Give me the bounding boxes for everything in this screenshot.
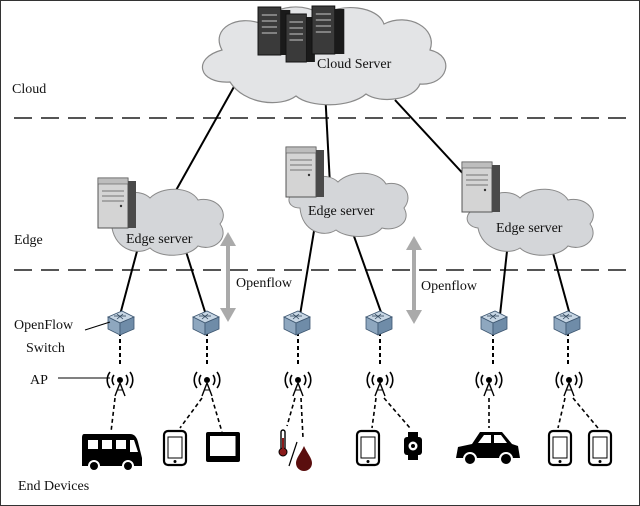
access-point-icon: [366, 371, 394, 397]
access-point-icon: [555, 371, 583, 397]
tablet-icon: [206, 432, 240, 462]
smartwatch-icon: [404, 432, 422, 460]
edge-server-1-icon: [97, 177, 137, 229]
openflow-label-2: Openflow: [421, 279, 478, 294]
access-point-icon: [106, 371, 134, 397]
openflow-label-1: Openflow: [236, 276, 293, 291]
access-point-icon: [475, 371, 503, 397]
smartphone-icon: [587, 429, 613, 467]
openflow-switch-icon: [480, 310, 508, 336]
openflow-arrow-2: [406, 236, 422, 324]
openflow-switch-label-line2: Switch: [26, 341, 65, 356]
ap-links: [119, 332, 569, 364]
thermometer-icon: [278, 429, 288, 457]
smartphone-icon: [162, 429, 188, 467]
access-point-icon: [193, 371, 221, 397]
bus-icon: [82, 434, 142, 472]
switch-links: [119, 224, 571, 316]
openflow-switch-icon: [283, 310, 311, 336]
end-devices-label: End Devices: [18, 479, 89, 494]
water-drop-icon: [296, 446, 312, 471]
device-links: [110, 397, 599, 439]
edge-server-1-label: Edge server: [126, 232, 193, 247]
smartphone-icon: [355, 429, 381, 467]
edge-server-2-label: Edge server: [308, 204, 375, 219]
openflow-switch-icon: [365, 310, 393, 336]
cloud-server-icon: [257, 5, 345, 63]
edge-server-2-icon: [285, 146, 325, 198]
car-icon: [456, 432, 520, 466]
openflow-switch-icon: [107, 310, 135, 336]
ap-label: AP: [30, 373, 48, 388]
openflow-switch-label-line1: OpenFlow: [14, 318, 74, 333]
label-pointers: [58, 321, 111, 379]
edge-server-3-label: Edge server: [496, 221, 563, 236]
cloud-server-label: Cloud Server: [317, 57, 392, 72]
smartphone-icon: [547, 429, 573, 467]
openflow-arrow-1: [220, 232, 236, 322]
openflow-switch-icon: [553, 310, 581, 336]
openflow-switch-icon: [192, 310, 220, 336]
sensor-divider: [288, 441, 298, 467]
edge-layer-label: Edge: [14, 233, 43, 248]
cloud-layer-label: Cloud: [12, 82, 46, 97]
edge-server-3-icon: [461, 161, 501, 213]
access-point-icon: [284, 371, 312, 397]
